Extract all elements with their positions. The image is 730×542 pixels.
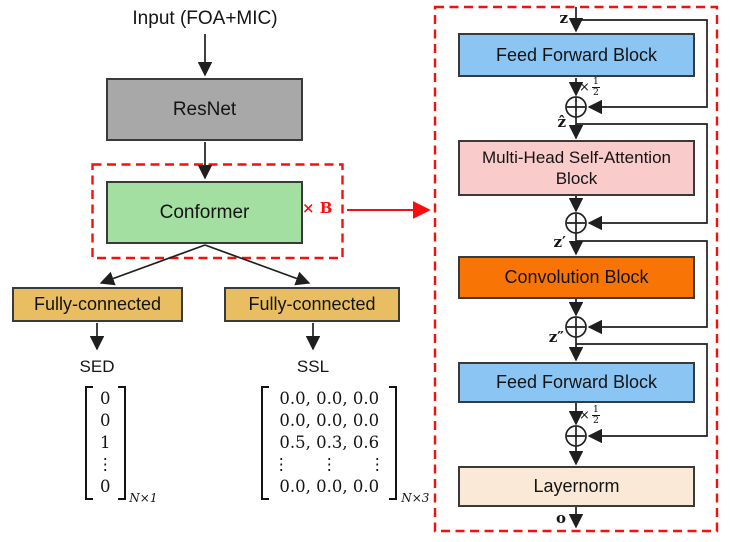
matrix-row: 0.0, 0.0, 0.0 bbox=[279, 477, 380, 496]
resnet-block: ResNet bbox=[106, 78, 303, 141]
matrix-row: 0.0, 0.0, 0.0 bbox=[279, 389, 380, 408]
matrix-row: 0 bbox=[100, 389, 111, 408]
adder-1-plus-circle-icon bbox=[565, 96, 587, 118]
repeat-count-label: × B bbox=[302, 199, 333, 217]
matrix-row: ⋮ ⋮ ⋮ bbox=[273, 455, 386, 474]
z-input-label: z bbox=[559, 9, 568, 27]
one-half-fraction: 1 2 bbox=[591, 404, 600, 426]
matrix-left-bracket bbox=[85, 386, 93, 500]
conformer-block: Conformer bbox=[106, 181, 303, 244]
matrix-row: 0.5, 0.3, 0.6 bbox=[279, 433, 380, 452]
fraction-numerator: 1 bbox=[592, 76, 599, 87]
adder-4-plus-circle-icon bbox=[565, 425, 587, 447]
half-scale-label-2: × 1 2 bbox=[579, 405, 600, 425]
matrix-row: 1 bbox=[100, 433, 111, 452]
convolution-block: Convolution Block bbox=[458, 256, 695, 299]
feed-forward-block-2: Feed Forward Block bbox=[458, 362, 695, 403]
layernorm-block: Layernorm bbox=[458, 466, 695, 507]
matrix-rows: 0.0, 0.0, 0.0 0.0, 0.0, 0.0 0.5, 0.3, 0.… bbox=[269, 386, 389, 500]
sed-output-matrix: 0 0 1 ⋮ 0 N×1 bbox=[85, 386, 158, 505]
ssl-output-label: SSL bbox=[296, 357, 330, 376]
one-half-fraction: 1 2 bbox=[591, 76, 600, 98]
input-label: Input (FOA+MIC) bbox=[132, 8, 278, 29]
arrow-conformer-to-fc-left bbox=[99, 244, 206, 286]
fraction-denominator: 2 bbox=[591, 414, 600, 426]
adder-3-plus-circle-icon bbox=[565, 316, 587, 338]
matrix-row: 0.0, 0.0, 0.0 bbox=[279, 411, 380, 430]
output-label: o bbox=[555, 509, 566, 527]
matrix-dimension-subscript: N×3 bbox=[401, 491, 430, 505]
fraction-numerator: 1 bbox=[592, 404, 599, 415]
adder-2-plus-circle-icon bbox=[565, 212, 587, 234]
matrix-right-bracket bbox=[389, 386, 398, 500]
matrix-right-bracket bbox=[117, 386, 126, 500]
fully-connected-right-block: Fully-connected bbox=[224, 287, 400, 322]
half-scale-label-1: × 1 2 bbox=[579, 77, 600, 97]
z-double-prime-label: z″ bbox=[548, 328, 564, 346]
times-symbol: × bbox=[579, 407, 590, 423]
matrix-dimension-subscript: N×1 bbox=[129, 491, 158, 505]
z-prime-label: z′ bbox=[553, 233, 566, 251]
matrix-row: 0 bbox=[100, 477, 111, 496]
fraction-denominator: 2 bbox=[591, 86, 600, 98]
matrix-rows: 0 0 1 ⋮ 0 bbox=[93, 386, 118, 500]
multi-head-self-attention-block: Multi-Head Self-Attention Block bbox=[458, 140, 695, 196]
feed-forward-block-1: Feed Forward Block bbox=[458, 33, 695, 77]
times-symbol: × bbox=[579, 79, 590, 95]
matrix-row: 0 bbox=[100, 411, 111, 430]
z-hat-label: ẑ bbox=[557, 113, 566, 131]
matrix-row: ⋮ bbox=[97, 455, 114, 474]
arrow-conformer-to-fc-right bbox=[204, 244, 311, 286]
fully-connected-left-block: Fully-connected bbox=[12, 287, 183, 322]
matrix-left-bracket bbox=[261, 386, 269, 500]
ssl-output-matrix: 0.0, 0.0, 0.0 0.0, 0.0, 0.0 0.5, 0.3, 0.… bbox=[261, 386, 429, 505]
sed-output-label: SED bbox=[79, 357, 115, 376]
